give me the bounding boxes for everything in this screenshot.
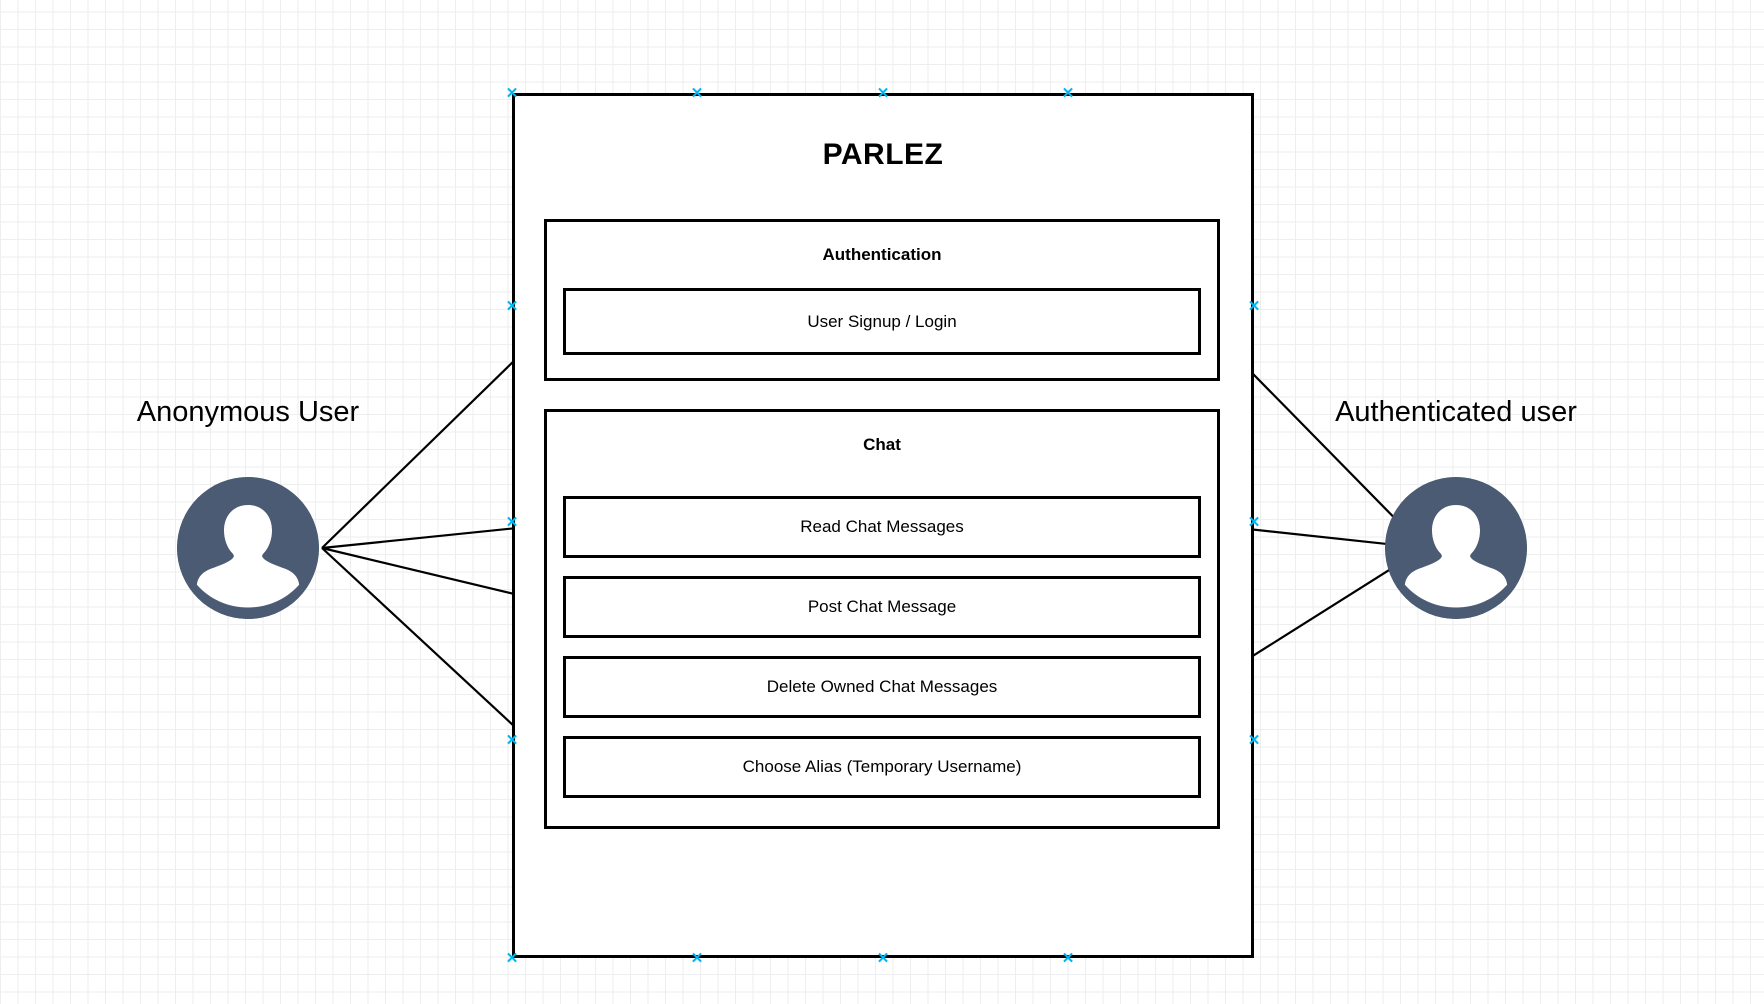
- use-case-choose-alias-label: Choose Alias (Temporary Username): [742, 757, 1022, 776]
- use-case-read-chat-messages[interactable]: Read Chat Messages: [563, 496, 1201, 558]
- use-case-post-chat-message[interactable]: Post Chat Message: [563, 576, 1201, 638]
- selection-handle-4[interactable]: ✕: [505, 297, 519, 315]
- selection-handle-12[interactable]: ✕: [1247, 513, 1261, 531]
- selection-handle-3[interactable]: ✕: [1061, 84, 1075, 102]
- selection-handle-8[interactable]: ✕: [505, 949, 519, 967]
- actor-authenticated-user-label: Authenticated user: [1335, 396, 1577, 428]
- selection-handle-7[interactable]: ✕: [1247, 731, 1261, 749]
- selection-handle-1[interactable]: ✕: [690, 84, 704, 102]
- selection-handle-2[interactable]: ✕: [876, 84, 890, 102]
- use-case-signup-login[interactable]: User Signup / Login: [563, 288, 1201, 355]
- use-case-signup-login-label: User Signup / Login: [807, 311, 957, 331]
- selection-handle-9[interactable]: ✕: [690, 949, 704, 967]
- use-case-read-chat-messages-label: Read Chat Messages: [800, 517, 964, 536]
- user-avatar-icon: [177, 477, 319, 619]
- use-case-choose-alias[interactable]: Choose Alias (Temporary Username): [563, 736, 1201, 798]
- use-case-delete-owned-chat-messages[interactable]: Delete Owned Chat Messages: [563, 656, 1201, 718]
- selection-handle-13[interactable]: ✕: [505, 513, 519, 531]
- use-case-post-chat-message-label: Post Chat Message: [807, 597, 957, 616]
- selection-handle-11[interactable]: ✕: [1061, 949, 1075, 967]
- selection-handle-0[interactable]: ✕: [505, 84, 519, 102]
- system-title: PARLEZ: [822, 138, 944, 171]
- use-case-delete-owned-chat-messages-label: Delete Owned Chat Messages: [766, 677, 998, 696]
- group-chat-title: Chat: [863, 435, 901, 454]
- selection-handle-5[interactable]: ✕: [1247, 297, 1261, 315]
- selection-handle-10[interactable]: ✕: [876, 949, 890, 967]
- group-authentication-title: Authentication: [822, 245, 942, 264]
- selection-handle-6[interactable]: ✕: [505, 731, 519, 749]
- user-avatar-icon: [1385, 477, 1527, 619]
- actor-anonymous-user-label: Anonymous User: [136, 396, 360, 428]
